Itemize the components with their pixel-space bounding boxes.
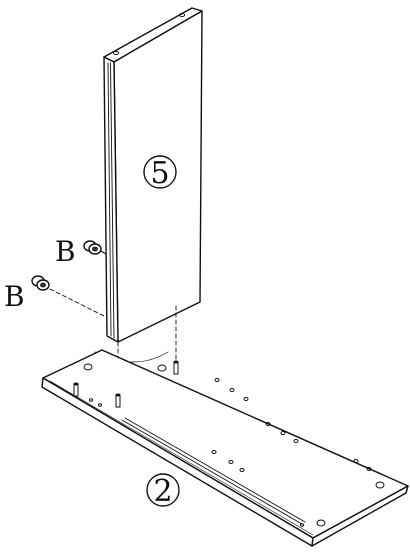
panel-number-badge: 5 [143,155,177,191]
cam-lock-label-upper: B [55,235,76,268]
dowel-pin-left [73,382,79,397]
dowel-pin-right [173,360,179,375]
base-panel-2 [41,349,409,547]
base-number-badge: 2 [146,473,180,509]
panel-number-label: 5 [150,156,169,191]
cam-lock-lower [31,275,50,291]
cam-lock-label-lower: B [4,280,25,313]
base-number-label: 2 [153,474,172,509]
dowel-pin-mid [115,393,121,408]
cam-lock-upper [83,240,107,255]
base-holes [83,363,385,527]
